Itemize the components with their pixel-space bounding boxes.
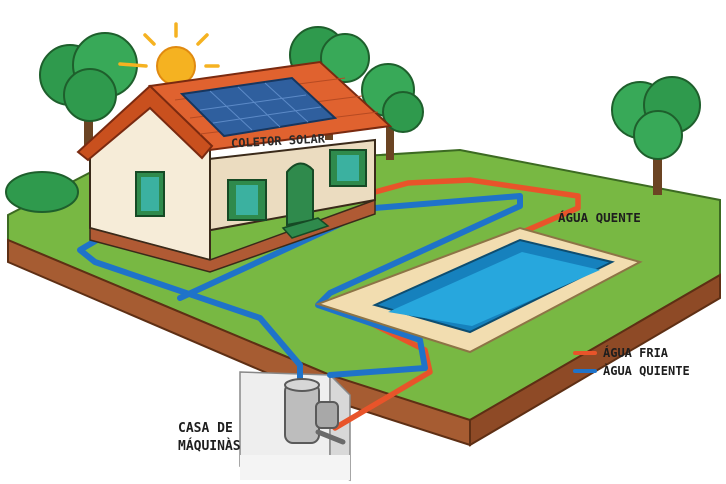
soil-right — [469, 273, 721, 447]
pool-water — [388, 252, 600, 326]
machine-house-label: CASA DE MÁQUINÀS — [178, 420, 241, 456]
front-door — [286, 162, 314, 227]
legend-swatch-hot-color — [573, 351, 597, 355]
house — [76, 60, 393, 273]
bush-left — [5, 171, 79, 213]
machine-house-label-line1: CASA DE — [178, 421, 233, 436]
pool — [314, 226, 643, 354]
hot-water-label: ÁGUA QUENTE — [558, 210, 641, 225]
legend-swatch-cold-color — [573, 369, 597, 373]
tree-right — [611, 76, 701, 195]
legend-label: ÀGUA QUIENTE — [603, 364, 690, 378]
door-step — [281, 217, 330, 239]
tree-left — [39, 32, 138, 150]
legend: ÁGUA FRIA ÀGUA QUIENTE — [573, 344, 690, 380]
sun-disc — [156, 46, 196, 86]
house-base — [89, 198, 376, 273]
legend-label: ÁGUA FRIA — [603, 346, 669, 360]
cold-water-pipe-pool — [177, 193, 523, 378]
machine-house-label-line2: MÁQUINÀS — [178, 439, 241, 454]
tree-back-right — [361, 63, 424, 160]
legend-item-hot: ÀGUA QUIENTE — [573, 362, 690, 380]
pump-machine — [284, 378, 346, 445]
legend-item-cold: ÁGUA FRIA — [573, 344, 690, 362]
pump-motor — [315, 401, 339, 429]
pit-floor — [240, 455, 350, 480]
roof-gable-edge — [76, 84, 214, 162]
